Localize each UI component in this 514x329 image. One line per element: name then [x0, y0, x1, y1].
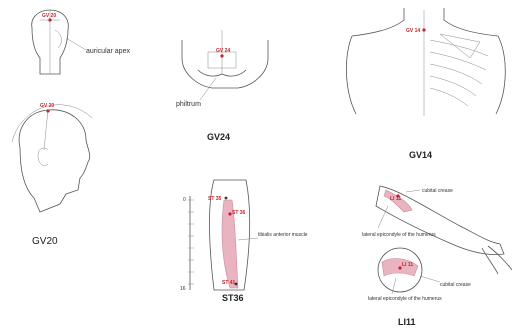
gv14-point — [422, 28, 425, 31]
li11-top-label: LI 11 — [390, 196, 401, 202]
ruler-top-label: 0 — [183, 197, 186, 203]
gv24-point-label: GV 24 — [216, 48, 230, 54]
hand-fingers — [482, 246, 512, 274]
crease-top-leader — [406, 190, 420, 192]
st36-label: ST 36 — [232, 210, 246, 216]
li11-caption: LI11 — [398, 317, 416, 327]
ribcage — [430, 40, 488, 106]
st35-label: ST 35 — [208, 196, 222, 202]
epicondyle-top-leader — [378, 206, 388, 228]
tibialis-leader — [238, 238, 258, 240]
head-side-outline — [19, 110, 90, 212]
auricular-leader — [66, 38, 86, 50]
st41-label: ST 41 — [222, 280, 236, 286]
ear-contour — [55, 30, 62, 48]
side-ear — [38, 148, 48, 166]
gv20-side-label: GV 20 — [40, 103, 54, 109]
ruler-ticks — [188, 200, 194, 284]
crease-bottom-leader — [420, 276, 440, 282]
gv20-top-label: GV 20 — [42, 13, 56, 19]
crease-bottom-label: cubital crease — [440, 282, 471, 288]
scapula — [440, 34, 480, 58]
gv14-point-label: GV 14 — [406, 28, 420, 34]
gv24-point — [220, 54, 223, 57]
ruler-bottom-label: 16 — [180, 286, 186, 292]
gv24-caption: GV24 — [207, 132, 230, 142]
epicondyle-top-label: lateral epicondyle of the humerus — [362, 232, 436, 238]
crease-top-label: cubital crease — [422, 188, 453, 194]
st35-point — [225, 197, 228, 200]
epicondyle-bottom-label: lateral epicondyle of the humerus — [368, 296, 442, 302]
st36-panel: 0 16 ST 35 ST 36 ST 41 tibialis anterior… — [180, 180, 308, 303]
li11-panel: LI 11 cubital crease lateral epicondyle … — [362, 186, 512, 327]
auricular-apex-text: auricular apex — [86, 48, 130, 55]
li11-inset-label: LI 11 — [402, 262, 413, 268]
gv24-panel: GV 24 philtrum GV24 — [176, 30, 268, 142]
gv14-caption: GV14 — [409, 150, 432, 160]
tibialis-label: tibialis anterior muscle — [258, 232, 308, 238]
philtrum-leader — [200, 78, 216, 100]
philtrum-label: philtrum — [176, 101, 201, 108]
gv20-panel: GV 20 auricular apex GV 20 GV20 — [12, 10, 130, 247]
gv20-side-point — [46, 109, 49, 112]
gv14-panel: GV 14 GV14 — [346, 8, 505, 160]
side-vertical-guide — [44, 110, 48, 150]
torso-outline — [346, 36, 505, 114]
gv20-caption: GV20 — [32, 236, 58, 247]
auricular-apex-label: auricular apex — [86, 48, 130, 55]
st36-caption: ST36 — [222, 293, 244, 303]
neck-shoulder-outline — [352, 8, 498, 36]
